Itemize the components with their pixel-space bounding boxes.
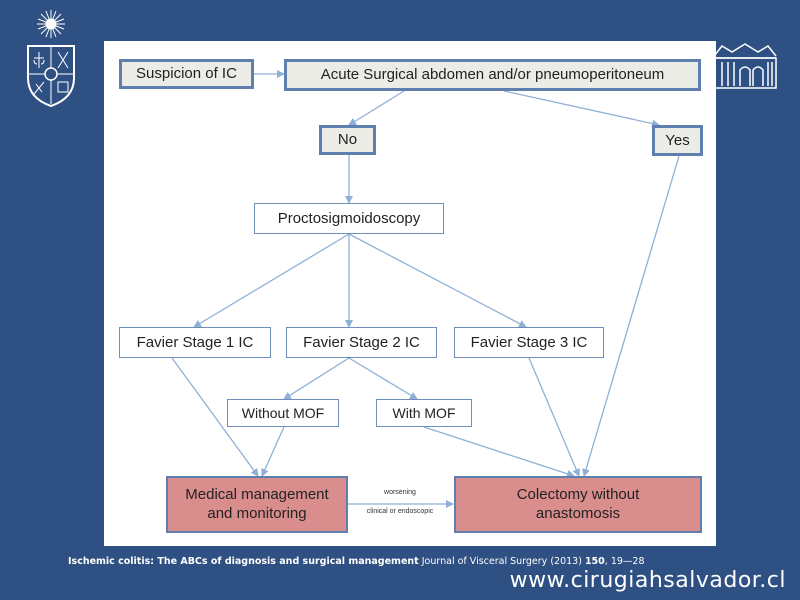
citation-pages: , 19—28 — [604, 556, 645, 567]
citation-volume: 150 — [584, 556, 605, 567]
citation-journal: Journal of Visceral Surgery (2013) — [418, 556, 585, 567]
proctosigmoidoscopy-box: Proctosigmoidoscopy — [254, 203, 444, 234]
colectomy-box: Colectomy without anastomosis — [454, 476, 702, 533]
favier-stage-3-box: Favier Stage 3 IC — [454, 327, 604, 358]
yes-box: Yes — [652, 125, 703, 156]
university-crest-logo — [27, 10, 75, 108]
source-citation: Ischemic colitis: The ABCs of diagnosis … — [68, 556, 748, 567]
yes-text: Yes — [665, 131, 690, 149]
suspicion-of-ic-box: Suspicion of IC — [119, 59, 254, 89]
favier-stage-1-text: Favier Stage 1 IC — [136, 333, 254, 351]
worsening-edge-label: worsening clinical or endoscopic — [346, 489, 454, 515]
arrow-yes-to-colectomy — [582, 155, 680, 477]
with-mof-box: With MOF — [376, 399, 472, 427]
arrow-with-mof-to-colectomy — [423, 426, 575, 478]
worsening-label-line2: clinical or endoscopic — [366, 508, 434, 515]
flowchart-arrows — [171, 70, 680, 508]
without-mof-box: Without MOF — [227, 399, 339, 427]
arrow-procto-to-stage3 — [348, 233, 527, 328]
acute-surgical-abdomen-text: Acute Surgical abdomen and/or pneumoperi… — [320, 66, 665, 84]
medical-management-line2: and monitoring — [207, 505, 307, 522]
suspicion-of-ic-text: Suspicion of IC — [136, 65, 237, 83]
no-text: No — [337, 131, 358, 149]
medical-management-box: Medical management and monitoring — [166, 476, 348, 533]
acute-surgical-abdomen-box: Acute Surgical abdomen and/or pneumoperi… — [284, 59, 701, 91]
arrow-stage3-to-colectomy — [528, 357, 580, 477]
arrow-acute-to-yes — [503, 90, 660, 128]
favier-stage-2-text: Favier Stage 2 IC — [303, 333, 420, 351]
colectomy-line1: Colectomy without — [516, 486, 640, 504]
citation-title: Ischemic colitis: The ABCs of diagnosis … — [68, 556, 419, 567]
with-mof-text: With MOF — [392, 404, 456, 421]
hospital-building-logo — [713, 43, 777, 89]
proctosigmoidoscopy-text: Proctosigmoidoscopy — [277, 209, 421, 227]
favier-stage-2-box: Favier Stage 2 IC — [286, 327, 437, 358]
worsening-label-line1: worsening — [384, 489, 416, 496]
medical-management-line1: Medical management — [185, 486, 329, 504]
favier-stage-3-text: Favier Stage 3 IC — [470, 333, 588, 351]
arrow-without-mof-to-medical — [261, 426, 285, 477]
no-box: No — [319, 125, 376, 155]
flowchart-panel: Suspicion of IC Acute Surgical abdomen a… — [104, 41, 716, 546]
without-mof-text: Without MOF — [241, 404, 325, 421]
website-url: www.cirugiahsalvador.cl — [509, 568, 786, 593]
colectomy-line2: anastomosis — [535, 505, 621, 522]
arrow-acute-to-no — [348, 90, 405, 126]
arrow-procto-to-stage1 — [193, 233, 350, 328]
favier-stage-1-box: Favier Stage 1 IC — [119, 327, 271, 358]
arrow-stage2-to-without-mof — [283, 357, 350, 400]
arrow-stage2-to-with-mof — [348, 357, 418, 400]
arrow-stage1-to-medical — [171, 357, 259, 477]
